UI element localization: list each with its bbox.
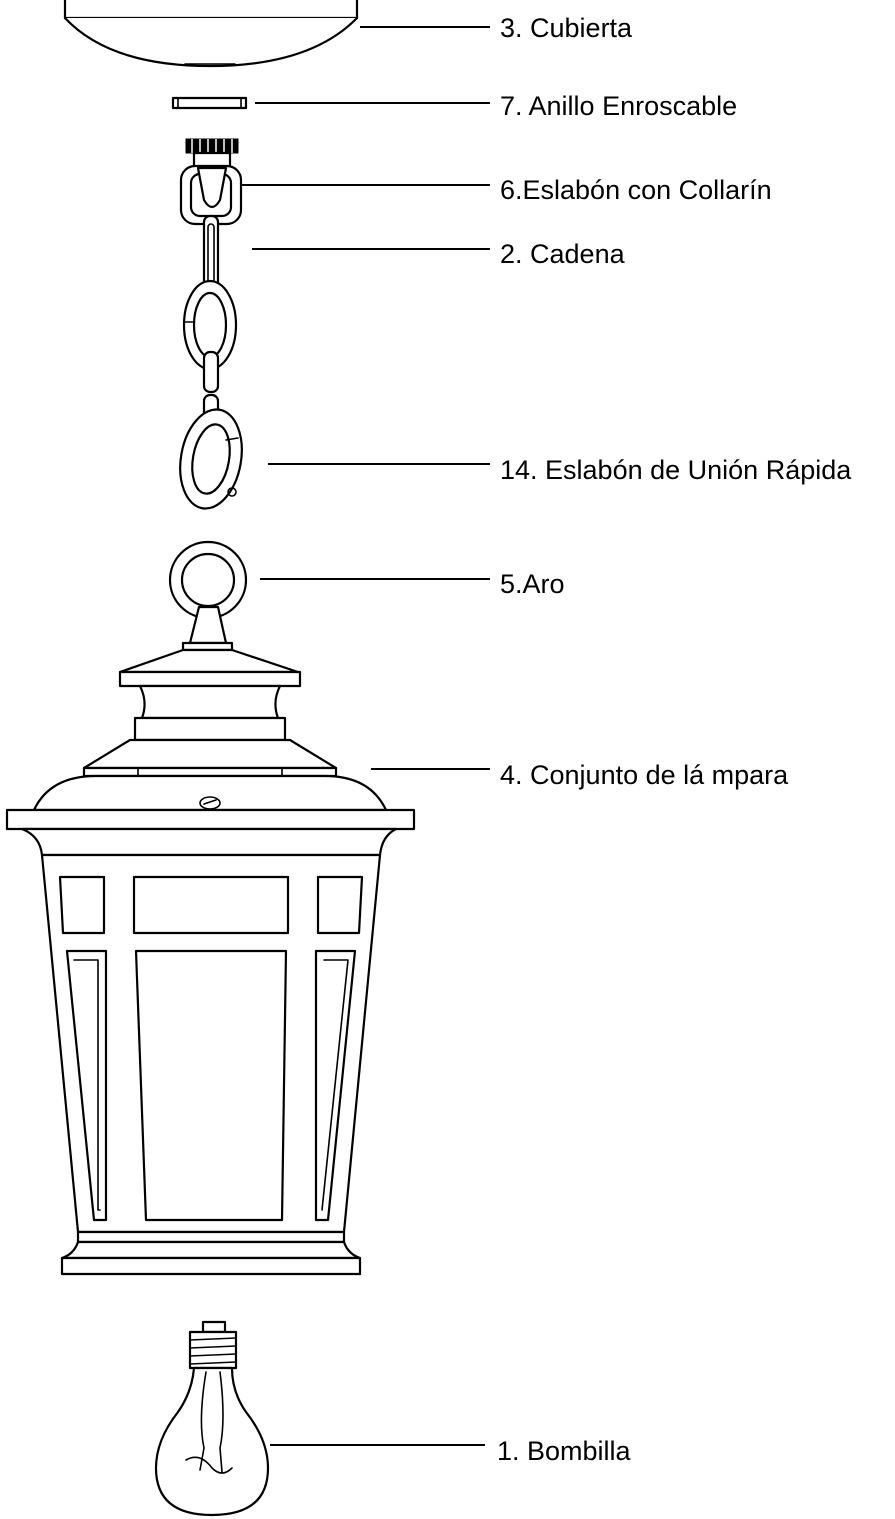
screw-ring-part: [171, 96, 248, 110]
loop-ring-part: [168, 540, 248, 645]
bulb-part: [154, 1320, 270, 1517]
lantern-assembly-part: [5, 641, 416, 1276]
bulb-label: 1. Bombilla: [497, 1436, 632, 1466]
canopy-label: 3. Cubierta: [500, 13, 633, 43]
canopy-part: [63, 0, 359, 68]
screw-ring-label: 7. Anillo Enroscable: [500, 91, 737, 121]
loop-ring-label: 5.Aro: [500, 569, 565, 599]
collar-loop-part: [179, 138, 243, 226]
quick-link-part: [179, 408, 243, 510]
quick-link-label: 14. Eslabón de Unión Rápida: [500, 455, 852, 485]
lantern-assembly-label: 4. Conjunto de lá mpara: [500, 760, 789, 790]
chain-part: [182, 214, 238, 435]
chain-label: 2. Cadena: [500, 239, 626, 269]
collar-loop-label: 6.Eslabón con Collarín: [500, 175, 772, 205]
